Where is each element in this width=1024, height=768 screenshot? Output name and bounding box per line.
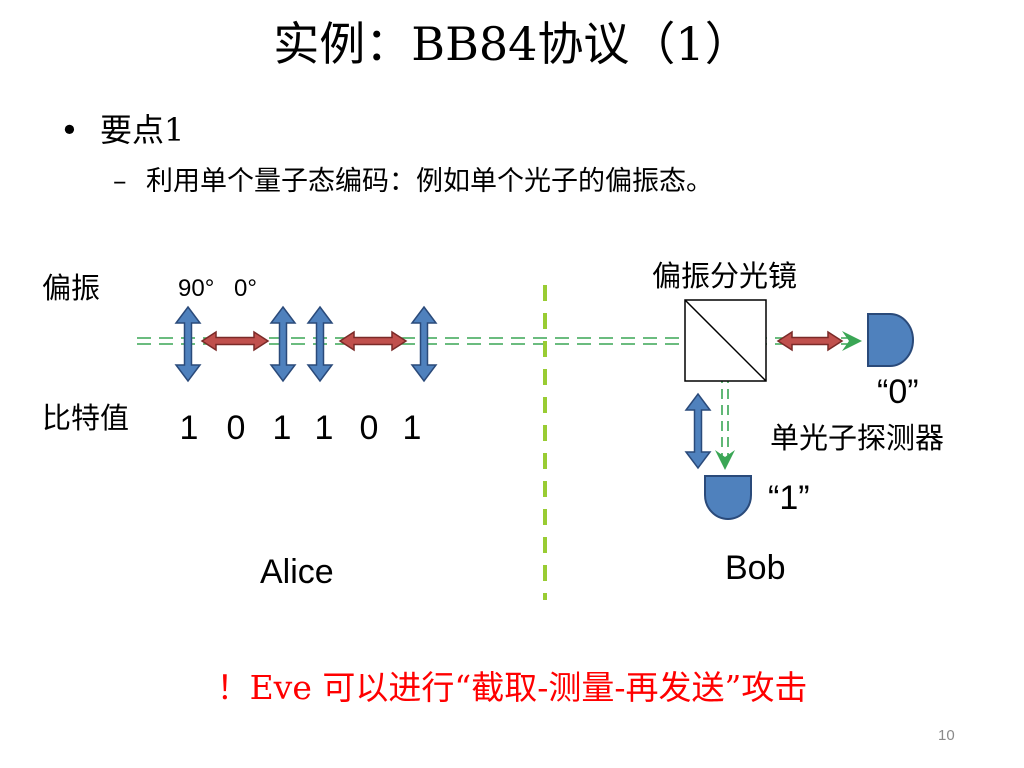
beam-arrowhead-down (715, 450, 735, 470)
bit-value-1: 1 (179, 409, 199, 447)
photon-4-vertical-arrow (306, 305, 334, 383)
photon-2-horizontal-arrow (200, 330, 270, 352)
eve-attack-note: ！Eve 可以进行“截取-测量-再发送”攻击 (216, 668, 808, 707)
detector-0-label: “0” (877, 373, 919, 411)
reflected-vertical-arrow (684, 392, 712, 470)
bullet-point-1: 要点1 (100, 111, 185, 149)
bit-value-6: 1 (402, 409, 422, 447)
beam-splitter-diagonal (684, 299, 767, 382)
sub-bullet-text: 利用单个量子态编码：例如单个光子的偏振态。 (146, 166, 713, 197)
bit-value-2: 0 (226, 409, 246, 447)
alice-label: Alice (260, 553, 334, 591)
detector-1-label: “1” (768, 479, 810, 517)
photon-5-horizontal-arrow (338, 330, 408, 352)
angle-0-label: 0° (234, 275, 257, 302)
page-number: 10 (938, 727, 955, 744)
beam-splitter-label: 偏振分光镜 (652, 259, 798, 293)
single-photon-detector-label: 单光子探测器 (770, 421, 945, 455)
detector-0-icon (867, 313, 914, 367)
photon-6-vertical-arrow (410, 305, 438, 383)
photon-1-vertical-arrow (174, 305, 202, 383)
beam-arrowhead-right (842, 331, 862, 351)
detector-1-icon (704, 475, 752, 520)
bob-label: Bob (725, 549, 786, 587)
polarizing-beam-splitter (684, 299, 767, 382)
photon-3-vertical-arrow (269, 305, 297, 383)
transmitted-horizontal-arrow (776, 330, 844, 352)
bit-value-3: 1 (272, 409, 292, 447)
polarization-label: 偏振 (42, 271, 101, 305)
bullet-dot: • (60, 111, 79, 149)
sub-bullet-dash: – (113, 166, 127, 197)
bit-value-4: 1 (314, 409, 334, 447)
bit-value-5: 0 (359, 409, 379, 447)
slide-title: 实例：BB84协议（1） (273, 17, 751, 71)
bob-measurement (684, 330, 844, 470)
photon-sequence (174, 305, 438, 383)
bit-value-label: 比特值 (42, 401, 130, 435)
angle-90-label: 90° (178, 275, 215, 302)
